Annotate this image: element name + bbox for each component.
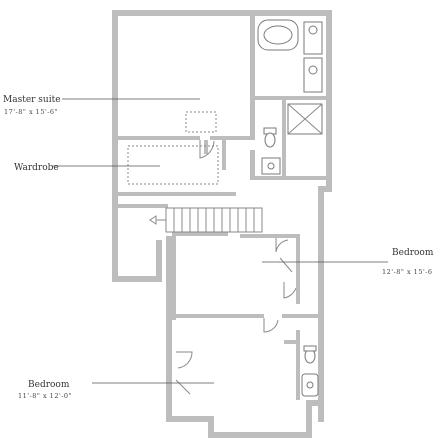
wardrobe-closet-rail [127,145,219,185]
bedroom-left-dimensions: 11'-8" x 12'-0" [18,392,72,400]
interior-walls [118,16,326,400]
door-swings [175,140,297,395]
staircase [149,207,263,233]
label-leaders [52,98,388,384]
wall-closet-dash [185,111,217,133]
bedroom-right-label: Bedroom [392,248,434,258]
bathroom-fixtures [257,19,323,397]
exterior-walls [112,10,332,438]
wardrobe-label: Wardrobe [14,163,59,173]
bedroom-right-dimensions: 12'-8" x 15'-6 [382,268,433,276]
master-suite-label: Master suite [3,95,61,105]
bedroom-left-label: Bedroom [28,380,70,390]
master-suite-dimensions: 17'-8" x 15'-6" [4,108,58,116]
